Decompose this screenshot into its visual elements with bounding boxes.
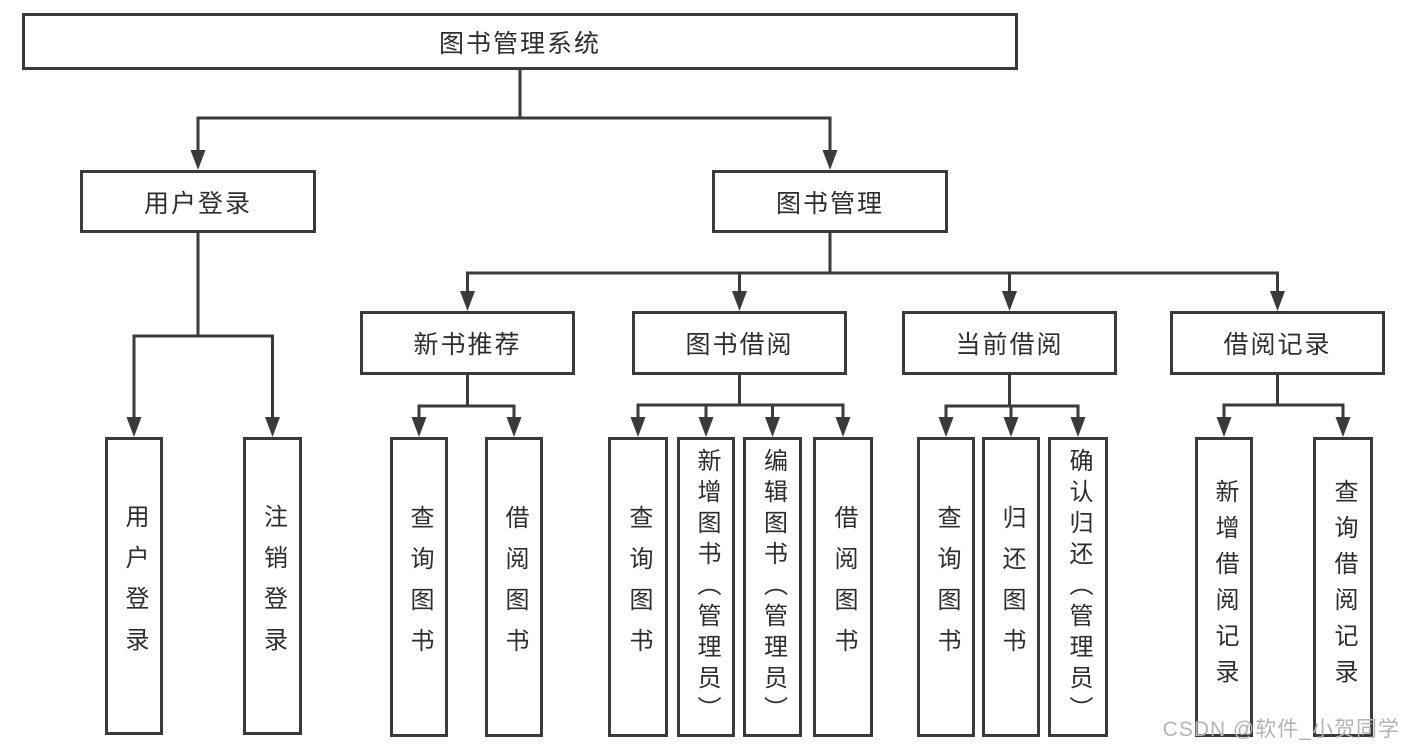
node-user-login: 用户登录 bbox=[80, 170, 316, 233]
arrowhead-icon bbox=[506, 417, 522, 437]
arrowhead-icon bbox=[1003, 417, 1019, 437]
node-query-book-3: 查询图书 bbox=[917, 437, 975, 737]
watermark: CSDN @软件_小贺同学 bbox=[1162, 718, 1400, 741]
node-query-book-2: 查询图书 bbox=[608, 437, 668, 737]
node-label: 新增图书（管理员） bbox=[693, 447, 720, 727]
arrowhead-icon bbox=[698, 417, 714, 437]
node-label: 归还图书 bbox=[998, 505, 1025, 669]
node-borrow-book-1: 借阅图书 bbox=[485, 437, 543, 737]
arrowhead-icon bbox=[822, 150, 838, 170]
node-label: 用户登录 bbox=[143, 189, 252, 218]
node-label: 图书借阅 bbox=[685, 331, 794, 359]
arrowhead-icon bbox=[1216, 417, 1232, 437]
arrowhead-icon bbox=[1070, 417, 1086, 437]
node-label: 查询图书 bbox=[933, 505, 960, 669]
node-label: 图书管理系统 bbox=[438, 29, 601, 58]
arrowhead-icon bbox=[630, 417, 646, 437]
node-label: 查询图书 bbox=[625, 505, 652, 669]
node-query-borrow-record: 查询借阅记录 bbox=[1313, 437, 1373, 737]
node-label: 确认归还（管理员） bbox=[1065, 447, 1092, 727]
arrowhead-icon bbox=[126, 417, 142, 437]
node-label: 借阅图书 bbox=[830, 505, 857, 669]
node-borrow-record: 借阅记录 bbox=[1170, 311, 1385, 375]
node-borrow-book-2: 借阅图书 bbox=[813, 437, 873, 737]
node-book-mgmt: 图书管理 bbox=[712, 170, 948, 233]
arrowhead-icon bbox=[938, 417, 954, 437]
node-user-login-action: 用户登录 bbox=[105, 437, 163, 735]
arrowhead-icon bbox=[460, 291, 475, 311]
node-add-book: 新增图书（管理员） bbox=[677, 437, 735, 737]
arrowhead-icon bbox=[835, 417, 851, 437]
arrowhead-icon bbox=[411, 417, 427, 437]
arrowhead-icon bbox=[190, 150, 206, 170]
node-label: 用户登录 bbox=[121, 504, 148, 668]
node-label: 借阅图书 bbox=[501, 505, 528, 669]
node-label: 新增借阅记录 bbox=[1211, 479, 1238, 695]
node-label: 新书推荐 bbox=[413, 331, 522, 359]
arrowhead-icon bbox=[1002, 291, 1017, 311]
node-label: 编辑图书（管理员） bbox=[759, 447, 787, 727]
node-label: 图书管理 bbox=[775, 189, 884, 218]
node-logout-action: 注销登录 bbox=[243, 437, 302, 735]
node-label: 当前借阅 bbox=[955, 331, 1064, 359]
node-label: 借阅记录 bbox=[1223, 331, 1332, 359]
node-current-borrow: 当前借阅 bbox=[902, 311, 1117, 375]
node-edit-book: 编辑图书（管理员） bbox=[743, 437, 802, 737]
node-return-book: 归还图书 bbox=[982, 437, 1040, 737]
node-new-book-rec: 新书推荐 bbox=[360, 311, 575, 375]
node-root: 图书管理系统 bbox=[22, 13, 1018, 70]
node-confirm-return: 确认归还（管理员） bbox=[1048, 437, 1108, 737]
node-label: 查询借阅记录 bbox=[1330, 479, 1357, 695]
arrowhead-icon bbox=[265, 417, 280, 437]
node-book-borrow: 图书借阅 bbox=[632, 311, 847, 375]
arrowhead-icon bbox=[1335, 417, 1351, 437]
arrowhead-icon bbox=[765, 417, 780, 437]
node-add-borrow-record: 新增借阅记录 bbox=[1195, 437, 1253, 737]
node-label: 查询图书 bbox=[406, 505, 433, 669]
node-label: 注销登录 bbox=[259, 504, 287, 668]
arrowhead-icon bbox=[732, 291, 747, 311]
arrowhead-icon bbox=[1270, 291, 1285, 311]
node-query-book-1: 查询图书 bbox=[390, 437, 448, 737]
